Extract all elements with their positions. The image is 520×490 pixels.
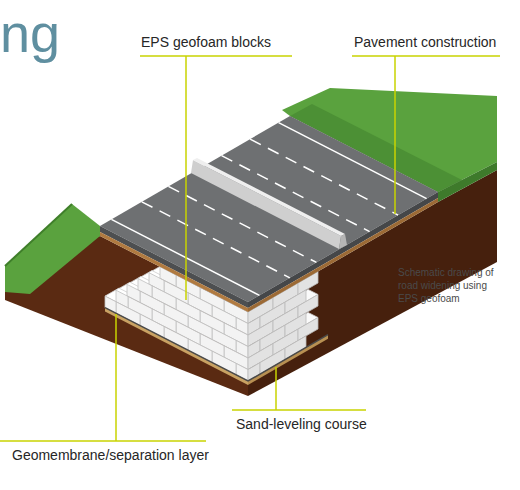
label-underline xyxy=(140,55,292,57)
lane-markings xyxy=(111,123,426,296)
label-underline xyxy=(352,55,500,57)
asphalt-surface xyxy=(100,116,438,302)
geofoam-block xyxy=(298,318,318,341)
grass-edge xyxy=(438,162,497,202)
label-underline xyxy=(232,409,366,411)
edge-line xyxy=(279,123,427,199)
leader-line xyxy=(394,56,396,214)
geofoam-block xyxy=(298,295,318,318)
barrier-top xyxy=(193,158,345,236)
barrier-end xyxy=(339,234,347,249)
grass-crest xyxy=(5,204,72,266)
leader-line xyxy=(115,314,117,441)
callout-label: Pavement construction xyxy=(354,34,496,51)
lane-line xyxy=(142,202,290,278)
callout-label: Geomembrane/separation layer xyxy=(12,447,209,464)
leader-lines xyxy=(0,56,500,441)
embankment-grass xyxy=(5,204,100,294)
caption-note: Schematic drawing of road widening using… xyxy=(398,266,494,305)
label-underline xyxy=(0,440,206,442)
leader-line xyxy=(275,367,277,410)
geomembrane-line xyxy=(105,308,328,381)
callout-label: EPS geofoam blocks xyxy=(141,34,271,51)
leader-line xyxy=(185,56,187,300)
base-layer xyxy=(100,232,248,312)
heading: ng xyxy=(0,6,60,60)
median-barrier xyxy=(191,160,341,249)
asphalt-edge xyxy=(100,226,248,308)
callout-label: Sand-leveling course xyxy=(236,416,367,433)
